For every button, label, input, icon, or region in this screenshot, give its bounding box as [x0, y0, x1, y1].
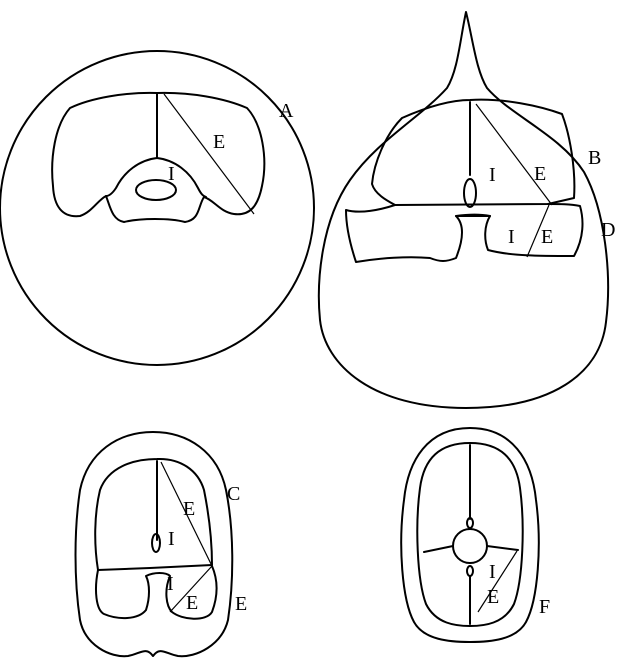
panel-d-label: D — [601, 219, 615, 241]
panel-f-septum — [424, 546, 518, 552]
panel-a-region-e: E — [213, 131, 225, 153]
panel-c-lower-i: I — [167, 573, 174, 595]
panel-a-divider — [164, 94, 254, 214]
panel-b-canal — [464, 179, 476, 207]
panel-c-label: C — [227, 483, 240, 505]
panel-e-label: E — [235, 593, 247, 615]
panel-c-outer-outline — [76, 432, 233, 656]
panel-c-inner-lower-outline — [96, 566, 217, 619]
panel-b-inner-upper-outline — [372, 100, 574, 205]
panel-f-lower-canal — [467, 566, 473, 576]
panel-b-label: B — [588, 147, 601, 169]
panel-a-label: A — [279, 100, 294, 122]
panel-b-upper-i: I — [489, 164, 496, 186]
panel-b-lower-i: I — [508, 226, 515, 248]
panel-f: F E I — [401, 428, 550, 642]
panel-b-upper-e: E — [534, 163, 546, 185]
panel-b-upper-divider — [476, 104, 552, 205]
panel-b-lower-e: E — [541, 226, 553, 248]
panel-c-upper-e: E — [183, 498, 195, 520]
panel-f-body — [453, 529, 487, 563]
panel-a-vertebra — [106, 158, 206, 197]
panel-c-upper-i: I — [168, 528, 175, 550]
panel-f-region-i: I — [489, 561, 496, 583]
panel-f-label: F — [539, 596, 550, 618]
panel-c: C E I E E I — [76, 432, 248, 656]
panel-c-lower-e: E — [186, 592, 198, 614]
panel-f-region-e: E — [487, 586, 499, 608]
panel-a: A E I — [0, 51, 314, 365]
panel-b: B E I D E I — [319, 12, 616, 408]
panel-b-outer-outline — [319, 12, 608, 408]
panel-a-region-i: I — [168, 163, 175, 185]
